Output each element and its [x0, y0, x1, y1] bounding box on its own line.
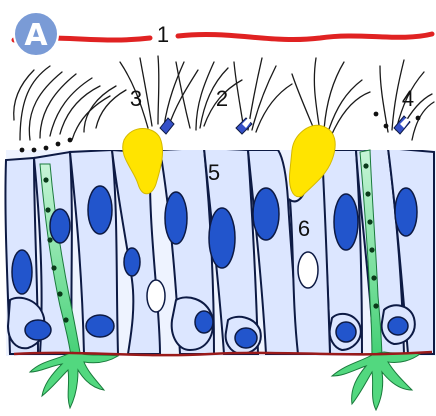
ciliary-bundles: [160, 116, 410, 134]
callout-goblet-cell: 6: [298, 216, 310, 241]
callout-cilia: 2: [216, 86, 228, 111]
callout-mucus-layer: 1: [157, 22, 169, 47]
basal-bodies: [20, 112, 421, 153]
callout-ciliated-cell: 5: [208, 160, 220, 185]
callout-microvilli: 3: [130, 86, 142, 111]
callout-basal-bodies: 4: [402, 86, 414, 111]
nerve-ending-left: [30, 352, 118, 408]
nerve-ending-right: [332, 352, 420, 410]
panel-label: A: [24, 18, 48, 53]
surface-layer-line: [14, 34, 432, 40]
